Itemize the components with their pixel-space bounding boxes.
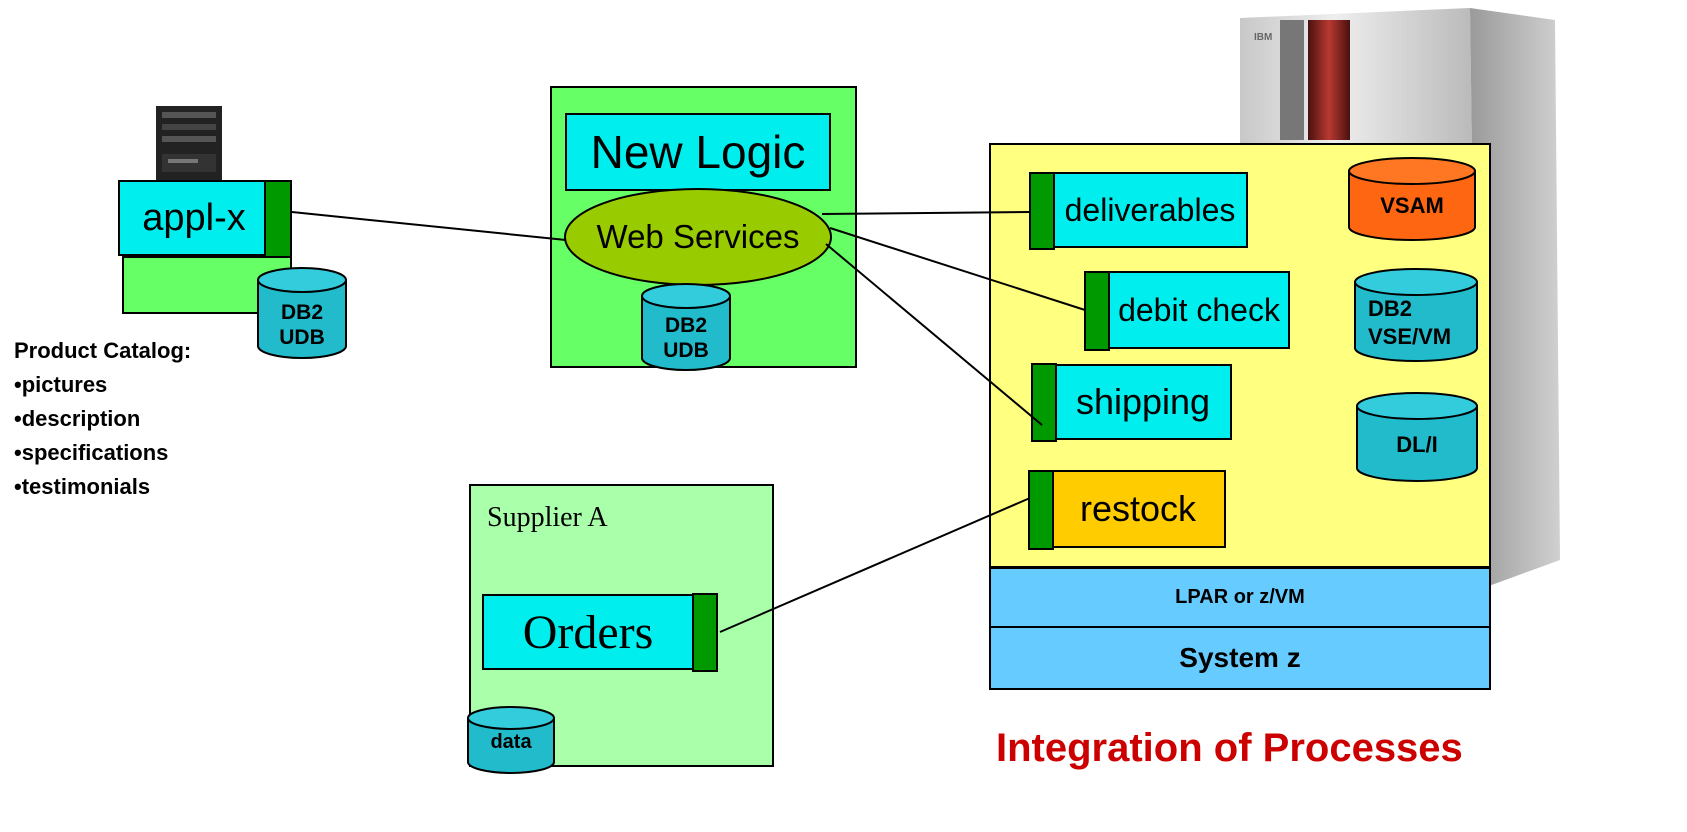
appl-x-tab xyxy=(264,180,292,258)
system-z-layer: System z xyxy=(989,626,1491,690)
shipping-box: shipping xyxy=(1054,364,1232,440)
appl-x-box: appl-x xyxy=(118,180,270,256)
restock-box: restock xyxy=(1050,470,1226,548)
dli-cylinder: DL/I xyxy=(1356,392,1478,482)
catalog-title: Product Catalog: xyxy=(14,338,192,363)
shipping-tab xyxy=(1031,363,1057,442)
db-label-2: UDB xyxy=(279,326,325,349)
process-label: restock xyxy=(1079,488,1197,529)
lpar-layer: LPAR or z/VM xyxy=(989,567,1491,628)
server-brand-label: IBM xyxy=(1254,32,1272,43)
data-cylinder: data xyxy=(467,706,555,774)
catalog-item: •testimonials xyxy=(14,474,151,499)
product-catalog-list: Product Catalog: •pictures •description … xyxy=(14,334,191,504)
debit-check-tab xyxy=(1084,271,1110,351)
new-logic-label: New Logic xyxy=(590,126,806,178)
diagram-caption: Integration of Processes xyxy=(996,726,1463,770)
appl-x-label: appl-x xyxy=(142,196,246,239)
vsam-cylinder: VSAM xyxy=(1348,157,1476,241)
web-services-oval: Web Services xyxy=(564,188,832,286)
db-label-1: DB2 xyxy=(281,301,323,324)
db-label-1: DB2 xyxy=(665,314,707,337)
process-label: deliverables xyxy=(1064,191,1236,228)
dli-label: DL/I xyxy=(1396,432,1438,457)
orders-box: Orders xyxy=(482,594,694,670)
process-label: shipping xyxy=(1075,381,1211,422)
db2-udb-cylinder-appl: DB2 UDB xyxy=(257,267,347,359)
web-services-label: Web Services xyxy=(597,218,800,255)
supplier-a-title: Supplier A xyxy=(487,502,608,533)
catalog-item: •specifications xyxy=(14,440,169,465)
debit-check-box: debit check xyxy=(1108,271,1290,349)
new-logic-box: New Logic xyxy=(565,113,831,191)
catalog-item: •description xyxy=(14,406,141,431)
db-label-2: UDB xyxy=(663,339,709,362)
db-label-1: DB2 xyxy=(1368,296,1412,321)
deliverables-tab xyxy=(1029,172,1055,250)
db2-udb-cylinder-middleware: DB2 UDB xyxy=(641,283,731,371)
db2-vse-vm-cylinder: DB2 VSE/VM xyxy=(1354,268,1478,362)
server-tower-icon xyxy=(156,106,222,182)
system-z-label: System z xyxy=(1179,642,1301,673)
orders-tab xyxy=(692,593,718,672)
restock-tab xyxy=(1028,470,1054,550)
catalog-item: •pictures xyxy=(14,372,108,397)
data-label: data xyxy=(490,731,532,753)
deliverables-box: deliverables xyxy=(1052,172,1248,248)
connector-applx-webservices xyxy=(291,211,567,241)
process-label: debit check xyxy=(1118,291,1280,328)
vsam-label: VSAM xyxy=(1380,193,1444,218)
db-label-2: VSE/VM xyxy=(1368,324,1451,349)
lpar-label: LPAR or z/VM xyxy=(1175,586,1305,608)
orders-label: Orders xyxy=(522,605,654,659)
